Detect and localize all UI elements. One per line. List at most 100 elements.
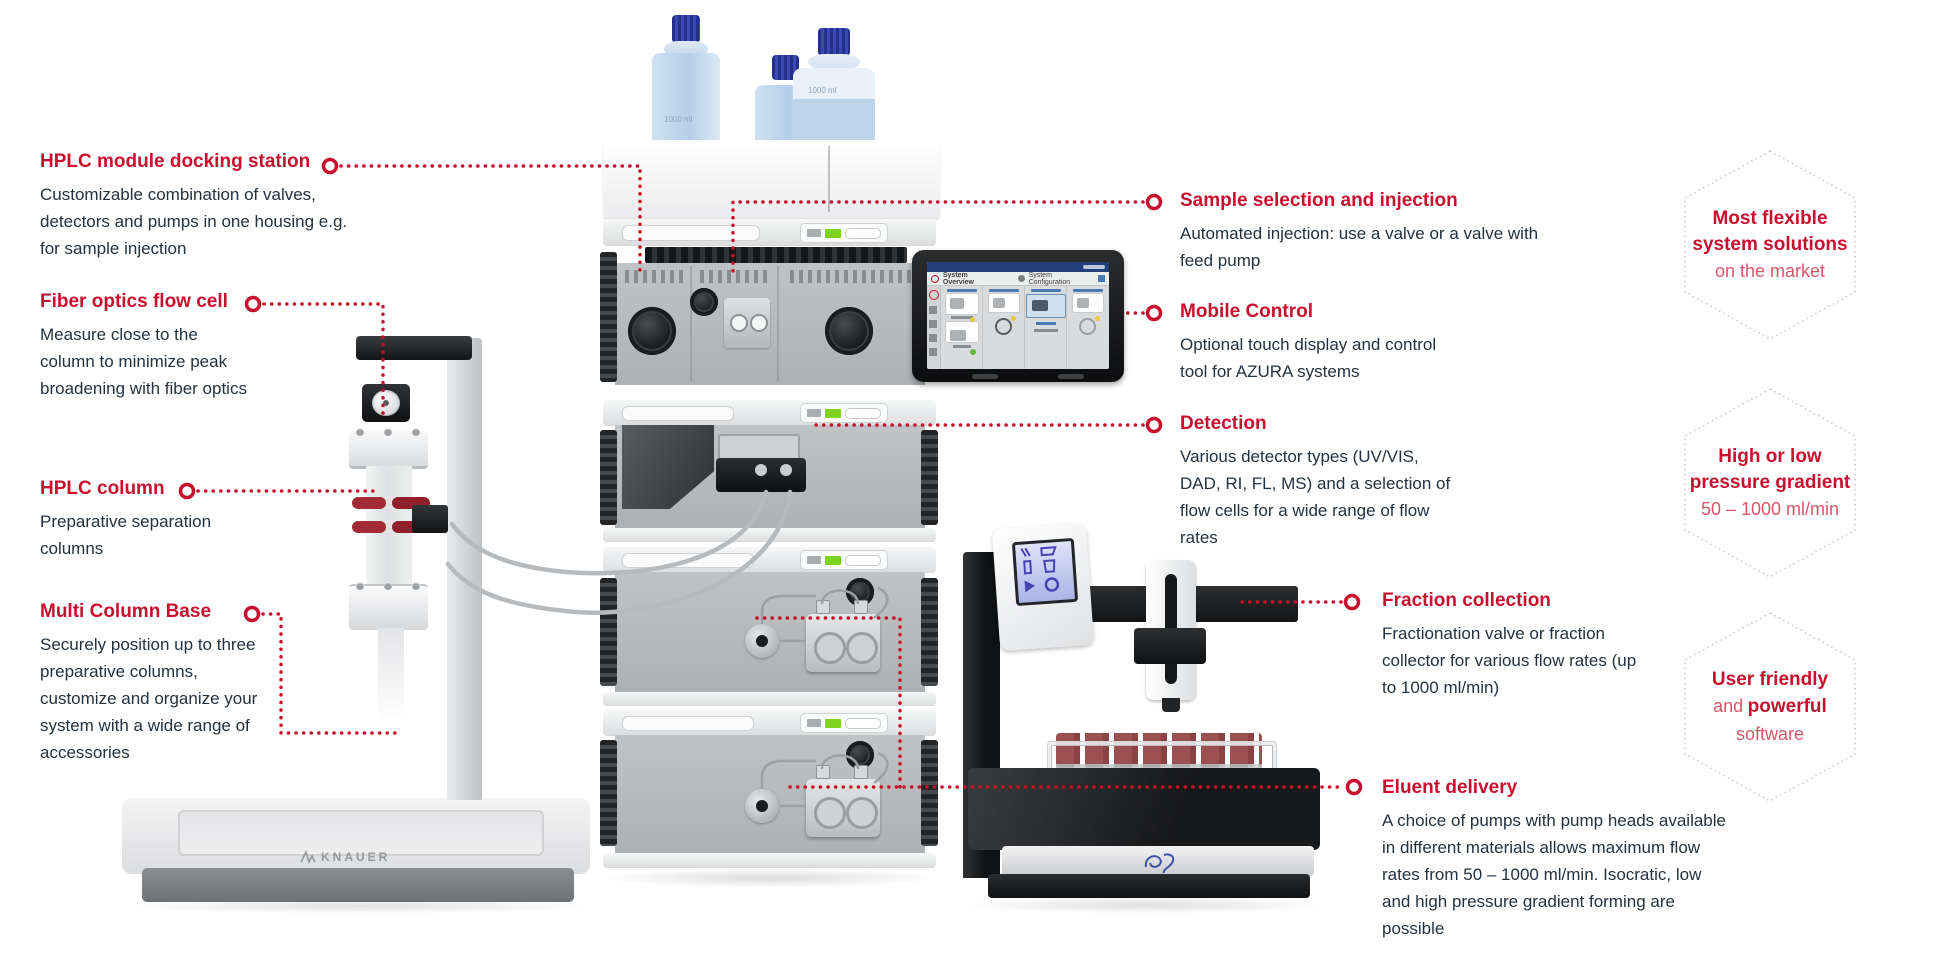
tablet-column-sample[interactable]	[983, 286, 1025, 369]
module-handle	[622, 225, 760, 241]
stack-shadow	[598, 868, 942, 888]
bottle-volume-label: 1000 ml	[808, 86, 837, 95]
fiber-port	[780, 464, 792, 476]
callout-description: Securely position up to three preparativ…	[40, 635, 258, 762]
nav-system-overview[interactable]: System Overview	[942, 271, 975, 286]
purge-valve-center	[756, 800, 768, 812]
rail-icon[interactable]	[929, 306, 937, 314]
status-dot	[1094, 316, 1100, 321]
callout-docking-station: HPLC module docking station Customizable…	[40, 150, 370, 262]
bottle-body	[793, 68, 875, 145]
hexagon-software: User friendly and powerful software	[1684, 612, 1856, 802]
led-display	[845, 227, 881, 239]
vent-slots	[790, 270, 915, 283]
knauer-logo: KNAUER	[300, 848, 420, 866]
rail-icon[interactable]	[929, 334, 937, 342]
leader-rings	[178, 157, 1363, 796]
pump-piston-left	[814, 797, 846, 829]
nav-system-configuration[interactable]: System Configuration	[1028, 271, 1071, 286]
bottle-body	[652, 53, 720, 145]
hex-word-bold: powerful	[1747, 696, 1827, 717]
led-green	[825, 408, 841, 418]
device-glyph	[1031, 300, 1048, 311]
status-led-bar	[800, 403, 888, 423]
pump-piston-left	[814, 632, 846, 664]
valve-glyph	[995, 318, 1012, 335]
flange-bolt	[356, 428, 364, 436]
led-green	[825, 718, 841, 728]
column-header-bar	[1030, 289, 1061, 292]
hex-line-light: on the market	[1714, 261, 1826, 281]
side-grip	[600, 252, 617, 382]
status-icons	[1083, 265, 1105, 269]
ring-sample-selection	[1145, 193, 1163, 211]
leader-fiber-optics	[262, 302, 385, 420]
tablet-screen[interactable]: System Overview System Configuration	[927, 262, 1109, 369]
device-card[interactable]	[1072, 294, 1103, 321]
led-display	[845, 407, 881, 419]
callout-title: Detection	[1180, 413, 1267, 434]
device-glyph	[949, 298, 964, 309]
pump-piston-right	[846, 797, 878, 829]
tray-seam	[828, 146, 830, 212]
column-side-bracket	[412, 505, 448, 533]
value-bar	[1035, 322, 1056, 325]
heat-sink-band	[645, 247, 907, 263]
hex-line-bold: Most flexible	[1712, 208, 1828, 229]
callout-description: Customizable combination of valves, dete…	[40, 185, 348, 258]
tablet-column-eluent[interactable]	[941, 286, 983, 369]
rail-icon[interactable]	[929, 348, 937, 356]
device-card[interactable]	[988, 294, 1019, 321]
stand-top-bracket	[356, 336, 472, 360]
valve-knob-right	[825, 307, 873, 355]
hexagon-pressure-gradient: High or low pressure gradient 50 – 1000 …	[1684, 388, 1856, 578]
nav-gear-icon	[1017, 275, 1025, 282]
callout-detection: Detection Various detector types (UV/VIS…	[1180, 412, 1470, 551]
callout-title: Mobile Control	[1180, 301, 1313, 322]
tablet-notch	[1058, 374, 1084, 379]
status-led-bar	[800, 223, 888, 243]
callout-description: Preparative separation columns	[40, 512, 212, 558]
side-grip	[921, 430, 938, 525]
device-card[interactable]	[945, 294, 978, 322]
callout-description: A choice of pumps with pump heads availa…	[1382, 811, 1726, 938]
led-gray	[807, 556, 821, 564]
callout-fraction-collection: Fraction collection Fractionation valve …	[1382, 589, 1682, 701]
base-plate-shadow	[120, 898, 600, 914]
collector-glyph	[1079, 318, 1096, 335]
rail-icon[interactable]	[929, 290, 939, 300]
callout-title: Fraction collection	[1382, 590, 1551, 611]
column-clamp	[352, 521, 386, 533]
lcd-icons	[1020, 546, 1060, 593]
side-grip	[921, 578, 938, 686]
module-bottom-strip	[603, 528, 936, 541]
tablet-column-fraction[interactable]	[1067, 286, 1108, 369]
collector-base-bottom	[988, 874, 1310, 898]
flow-cell-center-dot	[383, 400, 389, 406]
callout-description: Optional touch display and control tool …	[1180, 335, 1437, 381]
hex-line-light: software	[1735, 724, 1805, 744]
status-led-bar	[800, 713, 888, 733]
device-card[interactable]	[945, 322, 978, 355]
device-card-selected[interactable]	[1025, 294, 1066, 318]
panel-seam	[777, 266, 779, 382]
tablet-column-detector[interactable]	[1025, 286, 1067, 369]
solvent-bottle-left: 1000 ml	[650, 15, 722, 145]
flange-bolt	[412, 582, 420, 590]
vent-slots	[700, 270, 768, 283]
side-grip	[921, 740, 938, 846]
column-lower-stub	[378, 628, 404, 724]
rail-icon[interactable]	[929, 320, 937, 328]
bottle-cap	[818, 28, 850, 56]
purge-port	[846, 741, 874, 769]
dispenser-nozzle	[1162, 698, 1180, 712]
fiber-port	[755, 464, 767, 476]
ring-docking-station	[321, 157, 339, 175]
callout-title: Fiber optics flow cell	[40, 291, 228, 312]
callout-description: Fractionation valve or fraction collecto…	[1382, 624, 1637, 697]
status-dot	[969, 317, 975, 322]
hex-line-bold: High or low	[1718, 446, 1822, 467]
hex-line-mixed: and powerful	[1713, 693, 1827, 721]
bottle-shoulder	[808, 54, 860, 70]
